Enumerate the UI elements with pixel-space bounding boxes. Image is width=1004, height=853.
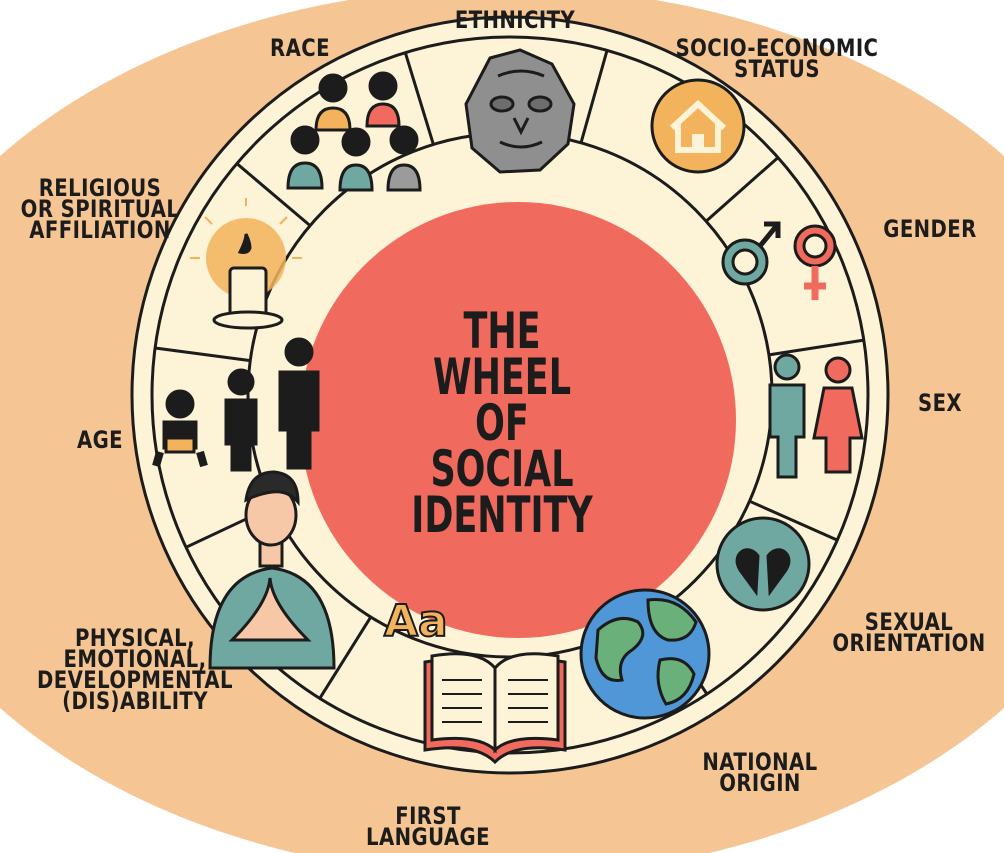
segment-divider [235, 162, 312, 227]
tribal-mask-icon [464, 48, 576, 174]
age-figures-icon [152, 337, 320, 472]
language-glyph: Aa [383, 595, 449, 648]
male-female-figures-icon [768, 353, 864, 479]
globe-icon [579, 588, 711, 720]
label-age: AGE [76, 426, 124, 454]
hearts-icon [715, 516, 811, 612]
segment-divider [403, 52, 435, 145]
center-circle [300, 202, 736, 638]
diagram-title: THE WHEEL OF SOCIAL IDENTITY [411, 302, 593, 544]
label-ethnicity: ETHNICITY [454, 6, 576, 34]
label-national-origin: NATIONAL ORIGIN [702, 748, 818, 797]
label-sex: SEX [917, 389, 963, 417]
gender-symbols-icon [721, 221, 837, 300]
segment-divider [318, 616, 373, 700]
label-first-language: FIRST LANGUAGE [366, 802, 490, 851]
segment-divider [154, 346, 251, 363]
candle-icon [190, 198, 302, 330]
label-religious-affiliation: RELIGIOUS OR SPIRITUAL AFFILIATION [20, 174, 180, 244]
label-gender: GENDER [883, 215, 977, 243]
house-icon [650, 78, 746, 174]
segment-divider [768, 338, 864, 357]
label-socio-economic-status: SOCIO-ECONOMIC STATUS [675, 34, 879, 83]
open-book-icon [423, 652, 567, 765]
people-group-icon [286, 71, 422, 192]
person-praying-hands-icon [208, 470, 336, 670]
segment-divider [579, 49, 609, 144]
label-disability: PHYSICAL, EMOTIONAL, DEVELOPMENTAL (DIS)… [37, 624, 233, 715]
label-sexual-orientation: SEXUAL ORIENTATION [832, 608, 986, 657]
segment-divider [748, 499, 838, 542]
segment-divider [705, 156, 779, 223]
label-race: RACE [270, 34, 330, 62]
